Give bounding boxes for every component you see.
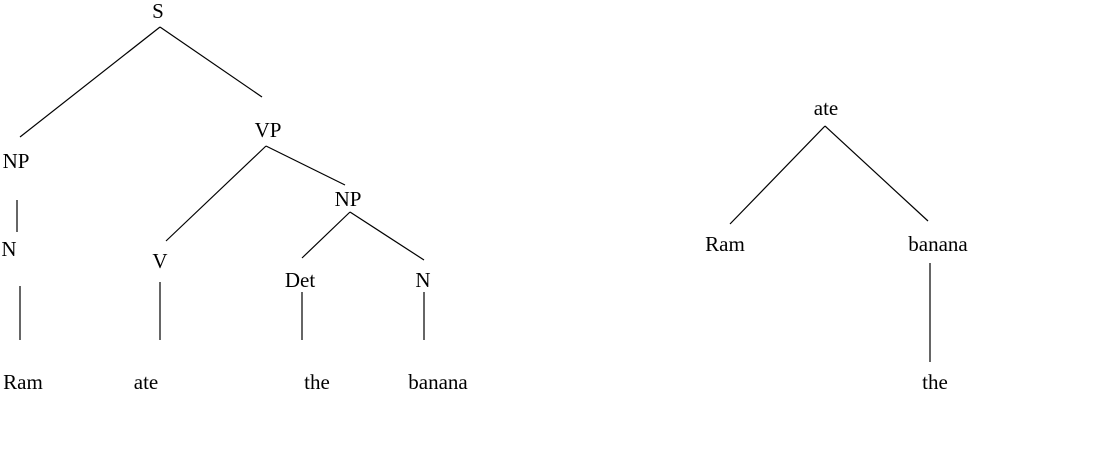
- edge-ate-ram: [729, 125, 826, 225]
- edge-np-det: [301, 211, 351, 259]
- node-np-subject: NP: [3, 149, 30, 173]
- edge-s-np: [19, 26, 161, 138]
- node-v: V: [152, 249, 167, 273]
- word-the: the: [304, 370, 330, 394]
- edge-np-n-obj: [349, 211, 425, 261]
- dep-node-ram: Ram: [705, 232, 745, 256]
- edge-vp-v: [165, 145, 267, 242]
- node-vp: VP: [255, 118, 282, 142]
- word-ram: Ram: [3, 370, 43, 394]
- edge-ate-banana: [824, 125, 929, 222]
- dep-node-the: the: [922, 370, 948, 394]
- node-n-subject: N: [1, 237, 16, 261]
- word-banana: banana: [408, 370, 468, 394]
- dependency-tree: ate Ram banana the: [705, 96, 968, 394]
- node-det: Det: [285, 268, 315, 292]
- node-n-object: N: [415, 268, 430, 292]
- dep-node-ate: ate: [814, 96, 838, 120]
- node-s: S: [152, 0, 164, 23]
- node-np-object: NP: [335, 187, 362, 211]
- edge-s-vp: [159, 26, 263, 98]
- dep-node-banana: banana: [908, 232, 968, 256]
- word-ate: ate: [134, 370, 158, 394]
- edge-vp-np: [265, 145, 346, 186]
- constituency-tree: S NP VP N V NP Det N Ram ate the banana: [1, 0, 468, 394]
